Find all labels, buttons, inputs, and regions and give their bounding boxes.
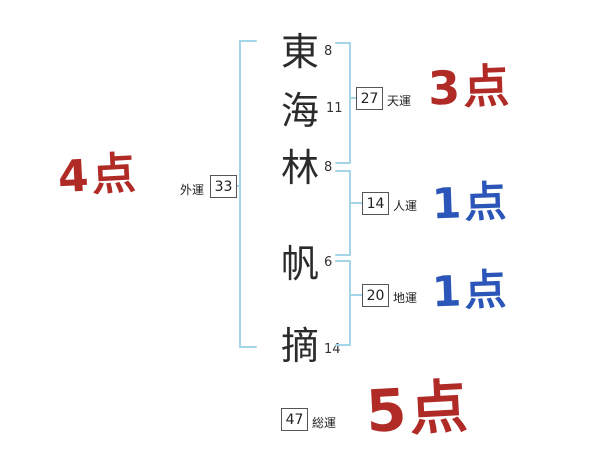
tenun-score: 3点 bbox=[427, 58, 513, 116]
jinun-bracket-vertical bbox=[349, 170, 351, 256]
gaiun-bracket-vertical bbox=[239, 40, 241, 348]
souun-score: 5点 bbox=[364, 372, 473, 446]
chiun-value-box: 20 bbox=[362, 284, 389, 307]
chiun-score: 1点 bbox=[431, 264, 511, 317]
tenun-value-box: 27 bbox=[356, 87, 383, 110]
chiun-bracket-vertical bbox=[349, 260, 351, 346]
stroke-count-2: 11 bbox=[326, 101, 343, 116]
souun-label: 総運 bbox=[312, 416, 337, 430]
name-char-4: 帆 bbox=[281, 242, 320, 286]
stroke-count-1: 8 bbox=[324, 44, 333, 59]
name-char-2: 海 bbox=[281, 89, 320, 133]
gaiun-label: 外運 bbox=[180, 183, 205, 197]
gaiun-value-box: 33 bbox=[210, 175, 237, 198]
name-char-3: 林 bbox=[281, 146, 320, 190]
name-char-1: 東 bbox=[281, 30, 320, 74]
gaiun-bracket-top-tick bbox=[239, 40, 257, 42]
tenun-bracket-vertical bbox=[349, 42, 351, 164]
tenun-bracket-bottom-tick bbox=[335, 162, 351, 164]
gaiun-score: 4点 bbox=[56, 147, 140, 204]
jinun-label: 人運 bbox=[393, 199, 418, 213]
gaiun-bracket-mid-tick bbox=[234, 185, 241, 187]
name-char-5: 摘 bbox=[281, 324, 320, 368]
jinun-value-box: 14 bbox=[362, 192, 389, 215]
jinun-score: 1点 bbox=[431, 176, 511, 229]
gaiun-bracket-bottom-tick bbox=[239, 346, 257, 348]
tenun-bracket-top-tick bbox=[335, 42, 351, 44]
stroke-count-3: 8 bbox=[324, 160, 333, 175]
stroke-count-4: 6 bbox=[324, 255, 333, 270]
chiun-bracket-top-tick bbox=[335, 260, 351, 262]
chiun-bracket-bottom-tick bbox=[335, 344, 351, 346]
jinun-bracket-top-tick bbox=[335, 170, 351, 172]
tenun-bracket-mid-tick bbox=[349, 97, 357, 99]
chiun-bracket-mid-tick bbox=[349, 294, 363, 296]
jinun-bracket-mid-tick bbox=[349, 202, 363, 204]
tenun-label: 天運 bbox=[387, 94, 412, 108]
jinun-bracket-bottom-tick bbox=[335, 254, 351, 256]
souun-value-box: 47 bbox=[281, 408, 308, 431]
chiun-label: 地運 bbox=[393, 291, 418, 305]
